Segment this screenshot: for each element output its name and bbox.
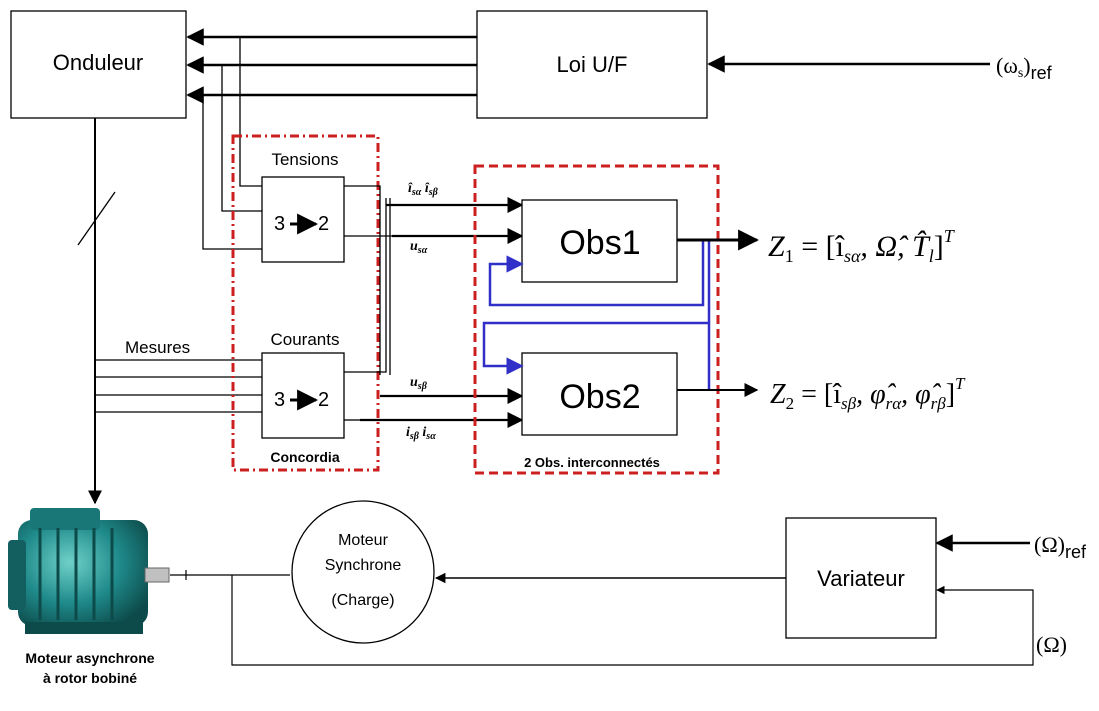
svg-text:Obs1: Obs1 bbox=[559, 224, 640, 262]
svg-text:2: 2 bbox=[318, 389, 329, 411]
mesures-label: Mesures bbox=[125, 338, 190, 357]
shaft-lines bbox=[170, 570, 1034, 666]
omega-feedback-label: (Ω) bbox=[1036, 632, 1067, 657]
svg-text:3: 3 bbox=[274, 389, 285, 411]
courants-transform-block: 3 2 bbox=[261, 352, 345, 439]
courants-label: Courants bbox=[271, 330, 340, 349]
svg-text:(Charge): (Charge) bbox=[331, 592, 394, 609]
svg-text:Variateur: Variateur bbox=[817, 566, 905, 591]
z1-equation: Z1 = [îsα, Ω̂, T̂l]T bbox=[768, 226, 956, 266]
u-salpha-label: usα bbox=[410, 239, 428, 256]
tensions-label: Tensions bbox=[271, 150, 338, 169]
loi-uf-block: Loi U/F bbox=[476, 10, 708, 119]
observers-group-frame bbox=[473, 164, 720, 475]
loi-uf-label: Loi U/F bbox=[557, 52, 628, 77]
omega-s-ref-label: (ωs)ref bbox=[996, 53, 1053, 83]
svg-text:Obs2: Obs2 bbox=[559, 378, 640, 416]
svg-text:Moteur: Moteur bbox=[338, 532, 388, 549]
loi-to-onduleur-arrows bbox=[186, 28, 477, 104]
z2-equation: Z2 = [îsβ, φ̂rα, φ̂rβ]T bbox=[770, 374, 966, 413]
motor-caption-line1: Moteur asynchrone bbox=[25, 650, 154, 666]
three-phase-slash bbox=[77, 191, 116, 246]
onduleur-block: Onduleur bbox=[10, 10, 187, 119]
i-salpha-i-sbeta-label: îsα îsβ bbox=[408, 181, 439, 198]
mesures-lines bbox=[95, 359, 262, 413]
obs2-block: Obs2 bbox=[521, 352, 678, 436]
omega-ref-label: (Ω)ref bbox=[1034, 532, 1087, 562]
induction-motor-image bbox=[8, 508, 170, 634]
concordia-group-frame bbox=[231, 134, 380, 472]
synchronous-motor-load: Moteur Synchrone (Charge) bbox=[291, 500, 435, 644]
concordia-label: Concordia bbox=[270, 449, 339, 465]
svg-text:Synchrone: Synchrone bbox=[325, 557, 402, 574]
voltage-tap-lines bbox=[202, 37, 262, 250]
tensions-transform-block: 3 2 bbox=[261, 176, 345, 263]
svg-text:3: 3 bbox=[274, 213, 285, 235]
obs1-block: Obs1 bbox=[521, 199, 678, 283]
obs-input-arrows bbox=[360, 196, 524, 429]
u-sbeta-label: usβ bbox=[410, 375, 428, 392]
motor-caption-line2: à rotor bobiné bbox=[43, 670, 137, 686]
i-sbeta-i-salpha-label: isβ isα bbox=[406, 425, 436, 442]
svg-text:2: 2 bbox=[318, 213, 329, 235]
onduleur-label: Onduleur bbox=[53, 50, 144, 75]
transform-output-lines bbox=[344, 185, 392, 421]
observer-interconnection bbox=[482, 240, 711, 390]
variateur-block: Variateur bbox=[785, 517, 937, 639]
observers-group-label: 2 Obs. interconnectés bbox=[524, 455, 660, 470]
